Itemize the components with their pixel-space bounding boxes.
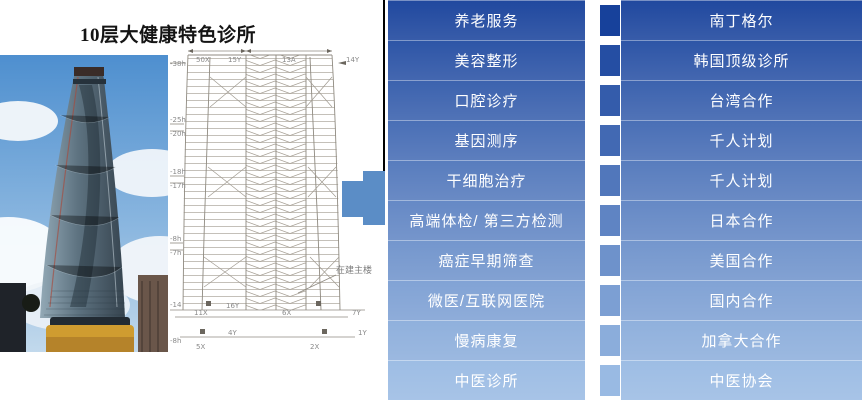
row-tab-square (600, 85, 620, 116)
row-tab-square (600, 125, 620, 156)
row-tab-square (600, 205, 620, 236)
list-item: 基因测序 (388, 120, 585, 160)
list-item: 微医/互联网医院 (388, 280, 585, 320)
dim-label: 50X (196, 56, 210, 64)
dim-label: -8h (170, 337, 181, 345)
list-item: 南丁格尔 (621, 0, 862, 40)
divider-line (383, 0, 385, 223)
row-tab-square (600, 45, 620, 76)
dim-label: 5X (196, 343, 205, 351)
list-item: 千人计划 (621, 120, 862, 160)
list-item-label: 干细胞治疗 (446, 172, 527, 190)
dim-label: 4Y (228, 329, 237, 337)
dim-label: -7h (170, 249, 181, 257)
list-item-label: 千人计划 (709, 172, 774, 190)
dim-label: 13A (282, 56, 296, 64)
list-item-label: 台湾合作 (709, 92, 774, 110)
dim-label: -20h (170, 130, 186, 138)
list-item: 慢病康复 (388, 320, 585, 360)
list-item-label: 中医诊所 (454, 372, 519, 390)
row-tab-square (600, 165, 620, 196)
dim-label: 2X (310, 343, 319, 351)
connector-arrow-head (363, 171, 385, 225)
dim-label: 11X (194, 309, 208, 317)
list-item-label: 美容整形 (454, 52, 519, 70)
list-item-label: 加拿大合作 (701, 332, 782, 350)
list-item-label: 千人计划 (709, 132, 774, 150)
list-item: 中医协会 (621, 360, 862, 400)
list-item-label: 国内合作 (709, 292, 774, 310)
page-title: 10层大健康特色诊所 (80, 25, 257, 46)
list-item-label: 养老服务 (454, 12, 519, 30)
dim-label: -17h (170, 182, 186, 190)
list-item-label: 口腔诊疗 (454, 92, 519, 110)
list-item: 癌症早期筛查 (388, 240, 585, 280)
list-item: 韩国顶级诊所 (621, 40, 862, 80)
service-list: 养老服务美容整形口腔诊疗基因测序干细胞治疗高端体检/ 第三方检测癌症早期筛查微医… (388, 0, 585, 400)
list-item: 干细胞治疗 (388, 160, 585, 200)
row-tab-square (600, 285, 620, 316)
tower-structure-diagram: -38h 50X 15Y 13A 14Y -25h -20h -18h -17h… (170, 45, 390, 365)
list-item-label: 基因测序 (454, 132, 519, 150)
list-item-label: 高端体检/ 第三方检测 (409, 212, 564, 230)
dim-label: 14Y (346, 56, 360, 64)
list-item: 加拿大合作 (621, 320, 862, 360)
list-item: 国内合作 (621, 280, 862, 320)
list-item-label: 美国合作 (709, 252, 774, 270)
structure-drawing: -38h 50X 15Y 13A 14Y -25h -20h -18h -17h… (170, 49, 372, 351)
list-item: 千人计划 (621, 160, 862, 200)
dim-label: 15Y (228, 56, 242, 64)
list-item-label: 中医协会 (709, 372, 774, 390)
row-tab-square (600, 365, 620, 396)
list-item-label: 慢病康复 (454, 332, 519, 350)
dim-label: 7Y (352, 309, 361, 317)
tower-photo-graphic (0, 55, 168, 352)
list-item-label: 微医/互联网医院 (427, 292, 546, 310)
dim-label: 16Y (226, 302, 240, 310)
list-item: 高端体检/ 第三方检测 (388, 200, 585, 240)
dim-label: 6X (282, 309, 291, 317)
list-item-label: 韩国顶级诊所 (693, 52, 790, 70)
row-tab-square (600, 5, 620, 36)
list-item-label: 日本合作 (709, 212, 774, 230)
partner-list: 南丁格尔韩国顶级诊所台湾合作千人计划千人计划日本合作美国合作国内合作加拿大合作中… (621, 0, 862, 400)
list-item: 美国合作 (621, 240, 862, 280)
dim-label: -8h (170, 235, 181, 243)
shanghai-tower-photo (0, 55, 168, 352)
row-tab-square (600, 325, 620, 356)
dim-label: -18h (170, 168, 186, 176)
list-item: 日本合作 (621, 200, 862, 240)
dim-label: -14 (170, 301, 182, 309)
connector-arrow-shaft (342, 181, 364, 217)
callout-label: 在建主楼 (336, 264, 372, 276)
list-item-label: 癌症早期筛查 (438, 252, 535, 270)
list-item: 中医诊所 (388, 360, 585, 400)
row-tab-square (600, 245, 620, 276)
list-item: 台湾合作 (621, 80, 862, 120)
list-item: 养老服务 (388, 0, 585, 40)
dim-label: 1Y (358, 329, 367, 337)
dim-label: -25h (170, 116, 186, 124)
list-item: 口腔诊疗 (388, 80, 585, 120)
row-tab-squares (600, 0, 620, 400)
list-item: 美容整形 (388, 40, 585, 80)
list-item-label: 南丁格尔 (709, 12, 774, 30)
dim-label: -38h (170, 60, 186, 68)
